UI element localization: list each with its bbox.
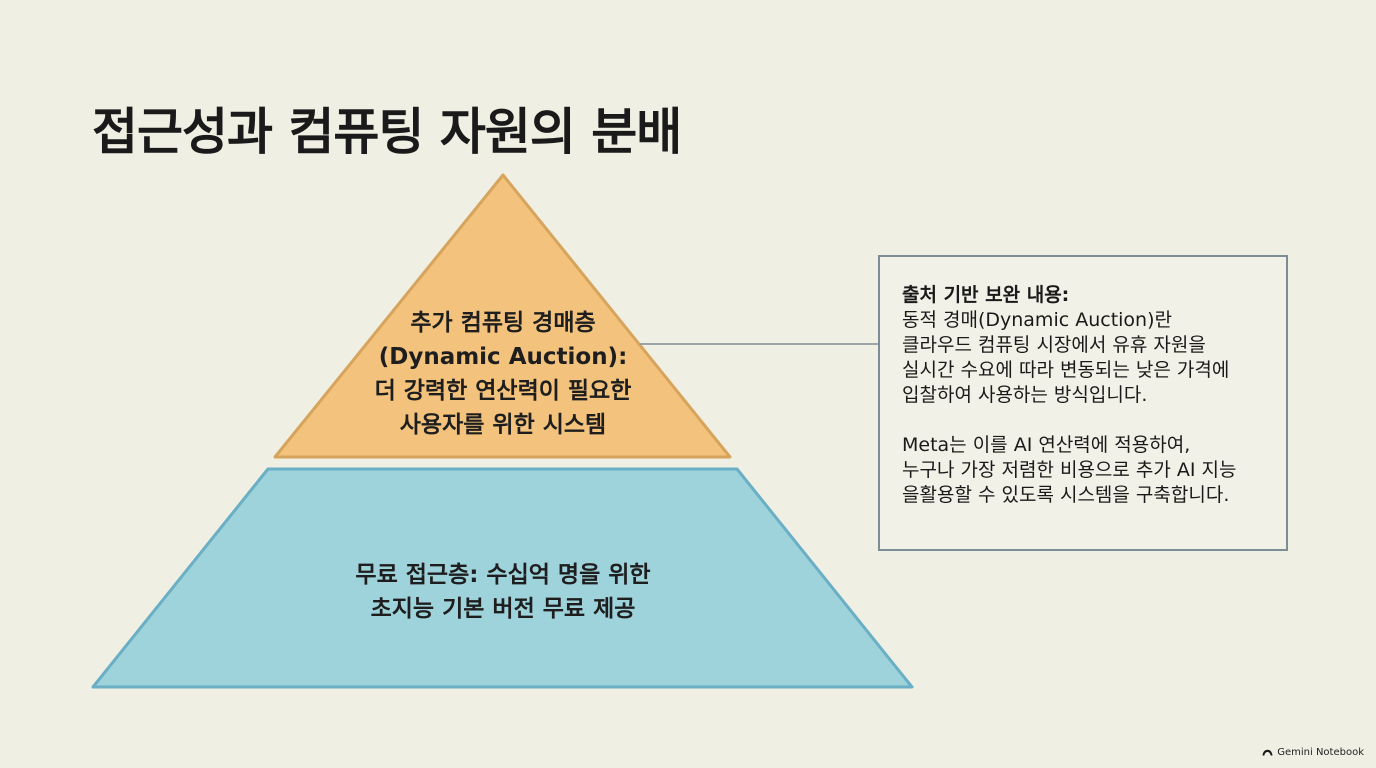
top-tier-label: 추가 컴퓨팅 경매층 (Dynamic Auction): 더 강력한 연산력이…: [322, 306, 684, 442]
note-line: 을활용할 수 있도록 시스템을 구축합니다.: [902, 484, 1230, 506]
note-line: 실시간 수요에 따라 변동되는 낮은 가격에: [902, 359, 1230, 381]
note-line: 동적 경매(Dynamic Auction)란: [902, 309, 1172, 331]
paragraph-gap: [902, 408, 1286, 433]
top-tier-line: (Dynamic Auction):: [378, 344, 628, 370]
base-tier-line: 초지능 기본 버전 무료 제공: [370, 596, 636, 622]
brand-label: Gemini Notebook: [1277, 747, 1364, 758]
note-line: 누구나 가장 저렴한 비용으로 추가 AI 지능: [902, 459, 1237, 481]
page-title: 접근성과 컴퓨팅 자원의 분배: [92, 103, 682, 161]
source-note-box: 출처 기반 보완 내용: 동적 경매(Dynamic Auction)란 클라우…: [878, 255, 1288, 551]
top-tier-line: 더 강력한 연산력이 필요한: [374, 378, 632, 404]
pyramid-top-tier: [273, 173, 732, 459]
notebook-logo-icon: [1262, 749, 1273, 756]
note-line: 입찰하여 사용하는 방식입니다.: [902, 384, 1148, 406]
base-tier-label: 무료 접근층: 수십억 명을 위한 초지능 기본 버전 무료 제공: [290, 558, 716, 626]
note-line: 클라우드 컴퓨팅 시장에서 유휴 자원을: [902, 334, 1206, 356]
top-tier-line: 추가 컴퓨팅 경매층: [410, 310, 596, 336]
pyramid-base-tier: [91, 467, 914, 689]
brand-watermark: Gemini Notebook: [1262, 747, 1364, 758]
base-tier-line: 무료 접근층: 수십억 명을 위한: [355, 562, 651, 588]
top-tier-line: 사용자를 위한 시스템: [399, 412, 607, 438]
note-line: Meta는 이를 AI 연산력에 적용하여,: [902, 434, 1191, 456]
note-heading: 출처 기반 보완 내용:: [902, 284, 1070, 306]
